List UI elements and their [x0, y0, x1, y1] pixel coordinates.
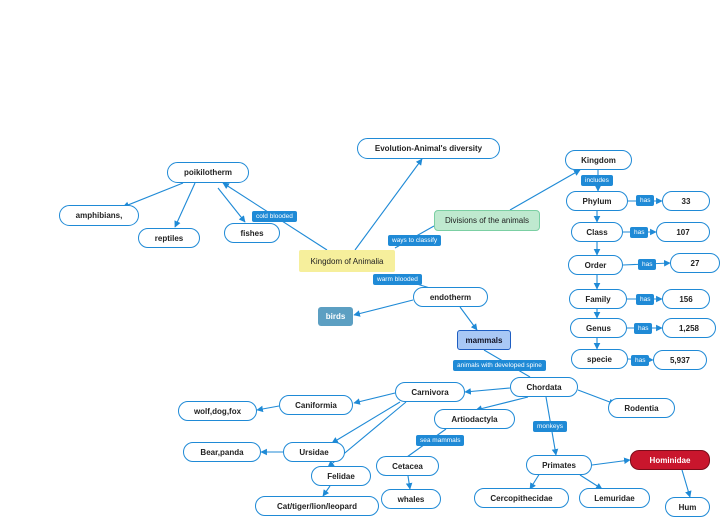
connector-line — [256, 405, 280, 413]
kingdom-topic[interactable]: Kingdom — [565, 150, 632, 170]
has-label-class: has — [630, 227, 649, 238]
root-topic[interactable]: Kingdom of Animalia — [299, 250, 395, 272]
birds-topic[interactable]: birds — [318, 307, 353, 326]
connector-line — [405, 475, 413, 490]
connector-line — [322, 485, 331, 497]
primates-topic[interactable]: Primates — [526, 455, 592, 475]
connector-line — [331, 401, 401, 444]
mammals-topic[interactable]: mammals — [457, 330, 511, 350]
connector-line — [681, 469, 692, 498]
whales-topic[interactable]: whales — [381, 489, 441, 509]
connector-line — [591, 457, 631, 466]
caniformia-topic[interactable]: Caniformia — [279, 395, 353, 415]
connector-line — [122, 182, 184, 208]
reptiles-topic[interactable]: reptiles — [138, 228, 200, 248]
artiodactyla-topic[interactable]: Artiodactyla — [434, 409, 515, 429]
carnivora-topic[interactable]: Carnivora — [395, 382, 465, 402]
fishes-topic[interactable]: fishes — [224, 223, 280, 243]
cat-tiger-lion-leopard-topic[interactable]: Cat/tiger/lion/leopard — [255, 496, 379, 516]
specie-topic[interactable]: specie — [571, 349, 628, 369]
connector-line — [174, 182, 196, 228]
human-topic[interactable]: Hum — [665, 497, 710, 517]
family-topic[interactable]: Family — [569, 289, 627, 309]
hominidae-topic[interactable]: Hominidae — [630, 450, 710, 470]
monkeys-label: monkeys — [533, 421, 568, 432]
has-label-family: has — [636, 294, 655, 305]
connector-line — [579, 474, 603, 490]
developed-spine-label: animals with developed spine — [453, 360, 546, 371]
mind-map-canvas: Kingdom of Animalia Evolution-Animal's d… — [59, 138, 720, 517]
has-label-genus: has — [634, 323, 653, 334]
divisions-topic[interactable]: Divisions of the animals — [434, 210, 540, 231]
connector-line — [459, 306, 478, 331]
poikilotherm-topic[interactable]: poikilotherm — [167, 162, 249, 183]
endotherm-topic[interactable]: endotherm — [413, 287, 488, 307]
phylum-topic[interactable]: Phylum — [566, 191, 628, 211]
connector-line — [353, 392, 396, 405]
has-label-order: has — [638, 259, 657, 270]
includes-label: includes — [581, 175, 613, 186]
genus-count: 1,258 — [662, 318, 716, 338]
class-topic[interactable]: Class — [571, 222, 623, 242]
ways-to-classify-label: ways to classify — [388, 235, 442, 246]
connector-line — [509, 169, 581, 211]
family-count: 156 — [662, 289, 710, 309]
amphibians-topic[interactable]: amphibians, — [59, 205, 139, 226]
connector-line — [353, 299, 414, 317]
cetacea-topic[interactable]: Cetacea — [376, 456, 439, 476]
evolution-topic[interactable]: Evolution-Animal's diversity — [357, 138, 500, 159]
rodentia-topic[interactable]: Rodentia — [608, 398, 675, 418]
order-topic[interactable]: Order — [568, 255, 623, 275]
order-count: 27 — [670, 253, 720, 273]
specie-count: 5,937 — [653, 350, 707, 370]
has-label-phylum: has — [636, 195, 655, 206]
bear-panda-topic[interactable]: Bear,panda — [183, 442, 261, 462]
genus-topic[interactable]: Genus — [570, 318, 627, 338]
warm-blooded-label: warm blooded — [373, 274, 422, 285]
connector-line — [464, 387, 511, 395]
connector-line — [217, 187, 246, 223]
has-label-specie: has — [631, 355, 650, 366]
chordata-topic[interactable]: Chordata — [510, 377, 578, 397]
connector-line — [475, 396, 529, 412]
wolf-dog-fox-topic[interactable]: wolf,dog,fox — [178, 401, 257, 421]
lemuridae-topic[interactable]: Lemuridae — [579, 488, 650, 508]
phylum-count: 33 — [662, 191, 710, 211]
felidae-topic[interactable]: Felidae — [311, 466, 371, 486]
sea-mammals-label: sea mammals — [416, 435, 465, 446]
cercopithecidae-topic[interactable]: Cercopithecidae — [474, 488, 569, 508]
cold-blooded-label: cold blooded — [252, 211, 297, 222]
ursidae-topic[interactable]: Ursidae — [283, 442, 345, 462]
connector-line — [354, 158, 423, 251]
class-count: 107 — [656, 222, 710, 242]
